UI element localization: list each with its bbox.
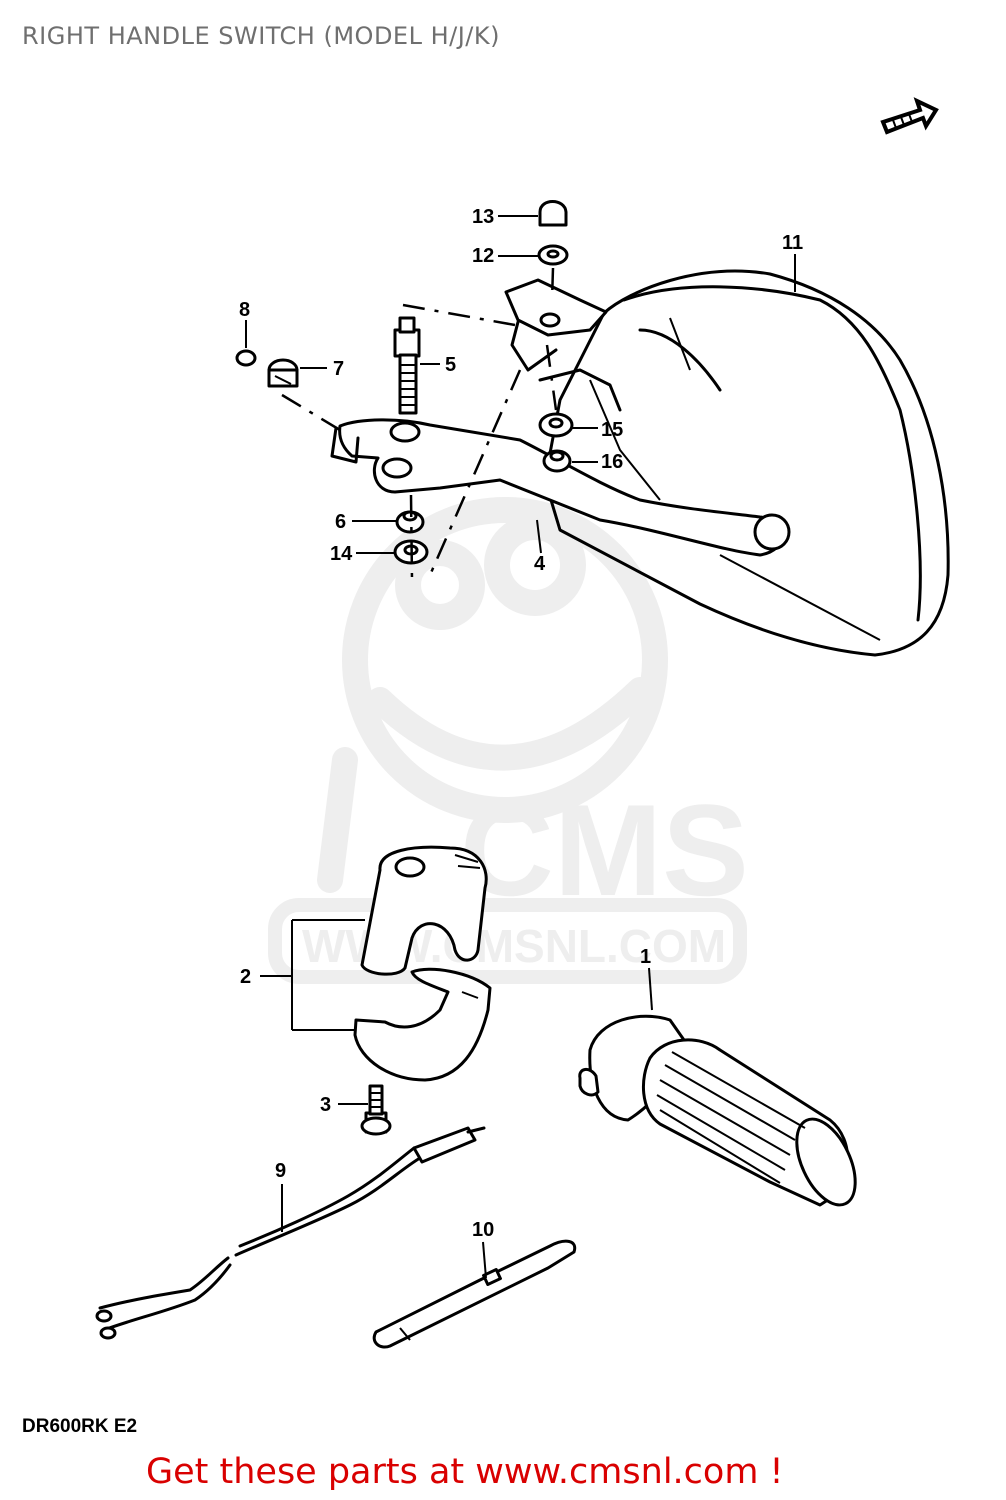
callout-10: 10 <box>472 1219 494 1241</box>
watermark: CMS WWW.CMSNL.COM <box>268 497 749 984</box>
assembly-lines <box>281 267 558 581</box>
callout-9: 9 <box>275 1160 286 1182</box>
part-11-hand-guard <box>543 269 950 657</box>
part-7-screw <box>267 358 299 388</box>
part-4-brace <box>330 418 791 557</box>
part-2-switch-housing <box>353 845 492 1082</box>
callout-6: 6 <box>335 511 346 533</box>
model-code: DR600RK E2 <box>22 1416 137 1437</box>
part-5-stud-bolt <box>393 316 421 415</box>
watermark-url-frame <box>268 898 747 984</box>
promo-link[interactable]: Get these parts at www.cmsnl.com ! <box>146 1452 784 1492</box>
callout-12: 12 <box>472 245 494 267</box>
callout-3: 3 <box>320 1094 331 1116</box>
callout-7: 7 <box>333 358 344 380</box>
part-3-screw <box>360 1084 392 1136</box>
part-13-cap-nut <box>538 200 568 227</box>
callout-5: 5 <box>445 354 456 376</box>
part-10-clamp-band <box>372 1239 577 1349</box>
callout-4: 4 <box>534 553 546 575</box>
part-1-throttle-grip <box>578 1014 857 1207</box>
callout-2: 2 <box>240 966 251 988</box>
callout-16: 16 <box>601 451 623 473</box>
callout-1: 1 <box>640 946 651 968</box>
callouts: 1 2 3 4 5 6 7 8 9 10 11 12 13 14 15 16 <box>239 206 803 1241</box>
part-9-wire-lead <box>95 1126 486 1340</box>
part-8-cap <box>235 349 257 367</box>
leader-lines <box>245 215 796 1279</box>
part-12-washer <box>537 244 569 266</box>
callout-14: 14 <box>330 543 353 565</box>
guard-mount-plate <box>504 278 622 412</box>
callout-8: 8 <box>239 299 250 321</box>
callout-13: 13 <box>472 206 494 228</box>
part-16-nut <box>542 449 572 473</box>
callout-11: 11 <box>782 232 803 254</box>
part-15-washer <box>538 412 574 438</box>
arrow-right-icon <box>880 97 939 135</box>
callout-15: 15 <box>601 419 623 441</box>
page-title: RIGHT HANDLE SWITCH (MODEL H/J/K) <box>22 22 500 50</box>
